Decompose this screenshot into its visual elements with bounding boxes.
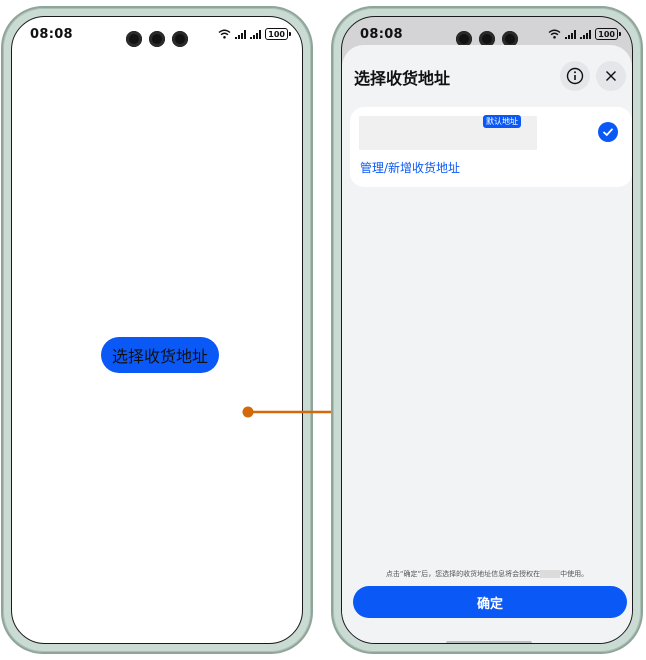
home-indicator[interactable] <box>446 641 532 643</box>
left-phone-screen: 08:08 100 选择收货地址 <box>11 16 303 644</box>
info-icon <box>566 67 584 85</box>
signal-icon-secondary <box>580 29 592 39</box>
wifi-icon <box>218 29 231 39</box>
app-name-redacted <box>540 570 561 578</box>
sheet-header: 选择收货地址 <box>342 45 632 107</box>
info-button[interactable] <box>560 61 590 91</box>
signal-icon <box>565 29 577 39</box>
signal-icon <box>235 29 247 39</box>
status-icons: 100 <box>548 28 621 40</box>
close-button[interactable] <box>596 61 626 91</box>
camera-icon <box>456 31 472 47</box>
address-picker-sheet: 选择收货地址 默认地址 <box>342 45 632 643</box>
selected-check-icon[interactable] <box>598 122 618 142</box>
wifi-icon <box>548 29 561 39</box>
camera-icon <box>502 31 518 47</box>
sheet-title: 选择收货地址 <box>354 69 451 88</box>
signal-icon-secondary <box>250 29 262 39</box>
battery-icon: 100 <box>265 28 291 40</box>
camera-cutout <box>126 31 188 47</box>
status-time: 08:08 <box>360 26 403 42</box>
status-time: 08:08 <box>30 26 73 42</box>
camera-icon <box>479 31 495 47</box>
camera-icon <box>126 31 142 47</box>
select-address-button[interactable]: 选择收货地址 <box>101 337 219 373</box>
status-bar: 08:08 100 <box>12 17 302 51</box>
consent-suffix: 中使用。 <box>560 570 589 578</box>
left-phone-frame: 08:08 100 选择收货地址 <box>1 6 313 654</box>
right-phone-frame: 08:08 100 选择收货地址 <box>331 6 643 654</box>
status-bar: 08:08 100 <box>342 17 632 51</box>
address-card[interactable]: 默认地址 管理/新增收货地址 <box>350 107 632 187</box>
right-phone-screen: 08:08 100 选择收货地址 <box>341 16 633 644</box>
default-address-badge: 默认地址 <box>483 115 521 128</box>
confirm-button[interactable]: 确定 <box>353 586 627 618</box>
manage-address-link[interactable]: 管理/新增收货地址 <box>360 161 461 175</box>
close-icon <box>606 71 616 81</box>
camera-icon <box>172 31 188 47</box>
consent-prefix: 点击“确定”后，您选择的收货地址信息将会授权在 <box>385 570 541 578</box>
status-icons: 100 <box>218 28 291 40</box>
camera-cutout <box>456 31 518 47</box>
consent-notice: 点击“确定”后，您选择的收货地址信息将会授权在 中使用。 <box>342 569 632 579</box>
battery-icon: 100 <box>595 28 621 40</box>
camera-icon <box>149 31 165 47</box>
